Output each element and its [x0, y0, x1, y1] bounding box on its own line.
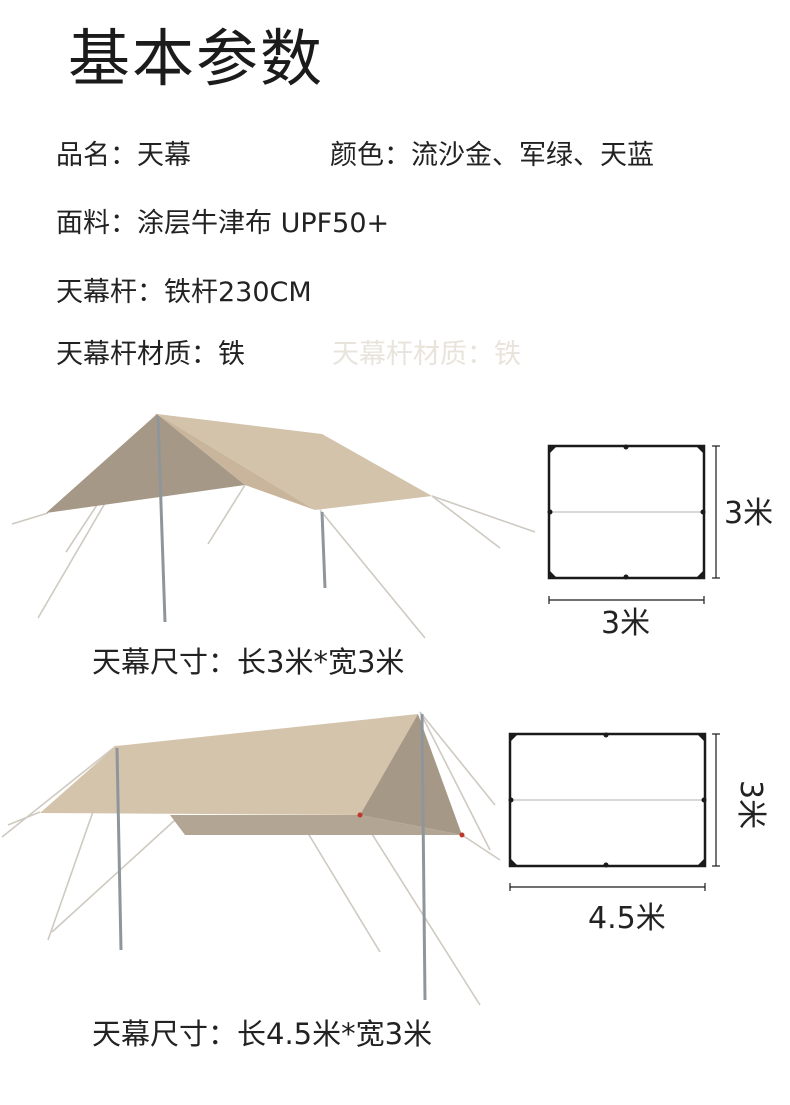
- dimension-width-label-4-5x3: 4.5米: [588, 901, 666, 936]
- tarp-illustration-3x3: [11, 413, 536, 639]
- spec-pole-material: 天幕杆材质：铁: [56, 339, 245, 370]
- dimension-width-label-3x3: 3米: [601, 606, 651, 641]
- spec-product-name: 品名：天幕: [56, 140, 191, 171]
- spec-colors: 颜色：流沙金、军绿、天蓝: [330, 140, 654, 171]
- tarp-illustration-4-5x3: [1, 711, 501, 1006]
- dimension-diagram-4-5x3: [508, 732, 720, 891]
- spec-pole: 天幕杆：铁杆230CM: [56, 277, 312, 308]
- size-caption-4-5x3: 天幕尺寸：长4.5米*宽3米: [92, 1017, 433, 1051]
- dimension-diagram-3x3: [547, 444, 720, 604]
- spec-fabric: 面料：涂层牛津布 UPF50+: [56, 208, 390, 239]
- dimension-height-label-3x3: 3米: [724, 496, 774, 531]
- spec-pole-material-faded: 天幕杆材质：铁: [332, 339, 521, 370]
- dimension-height-label-4-5x3: 3米: [733, 780, 768, 830]
- page-title: 基本参数: [68, 22, 325, 95]
- size-caption-3x3: 天幕尺寸：长3米*宽3米: [92, 645, 405, 679]
